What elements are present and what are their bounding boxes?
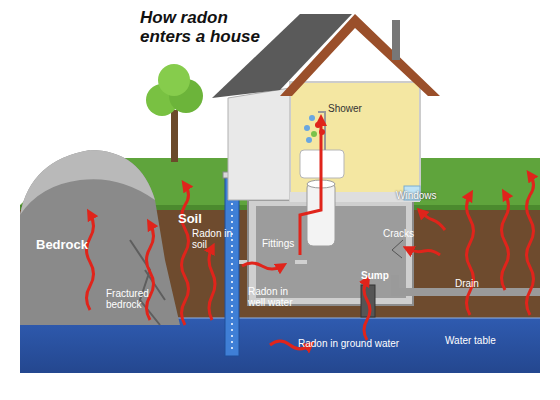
radon-arrows-part [467, 195, 474, 315]
bedrock-part [20, 150, 180, 325]
house-part [392, 20, 400, 60]
radon-arrows-part [87, 214, 94, 310]
house [212, 14, 540, 317]
well-pipe-part [225, 176, 239, 356]
shower-spray-part [306, 137, 312, 143]
part-label: Radon in ground water [298, 338, 402, 349]
part-label: Water table [445, 335, 496, 346]
part-label: Fractured bedrock [106, 288, 166, 310]
part-label: Bedrock [36, 238, 88, 252]
diagram-title: How radon enters a house [140, 8, 270, 46]
shower-spray [304, 115, 325, 143]
shower-spray-part [309, 115, 315, 121]
tree [146, 64, 203, 162]
house-part [228, 88, 290, 200]
radon-arrows-part [421, 212, 445, 230]
tree-part [171, 110, 178, 162]
radon-arrows-part [147, 224, 154, 320]
radon-arrows-part [527, 175, 534, 315]
shower-spray-part [315, 122, 321, 128]
radon-arrows-part [408, 249, 440, 255]
shower-spray-part [304, 125, 310, 131]
radon-arrows-part [364, 280, 370, 340]
part-label: Shower [328, 103, 362, 114]
part-label: Radon in well water [248, 286, 298, 308]
ground-part [20, 318, 540, 373]
radon-arrows-part [502, 194, 509, 290]
house-part [295, 260, 307, 264]
part-label: Cracks [383, 228, 414, 239]
radon-arrows-part [209, 248, 215, 320]
part-label: Drain [455, 278, 479, 289]
radon-arrows-part [300, 120, 321, 255]
part-label: Fittings [262, 238, 294, 249]
part-label: Windows [396, 190, 437, 201]
radon-arrows [87, 120, 534, 349]
radon-arrows-part [182, 185, 189, 325]
shower-spray-part [311, 131, 317, 137]
part-label: Soil [178, 212, 202, 226]
house-part [395, 275, 540, 292]
house-part [392, 240, 403, 258]
part-label: Sump [361, 270, 389, 281]
part-label: Radon in soil [192, 228, 234, 250]
well-pipe-part [231, 185, 233, 350]
bedrock [20, 150, 180, 325]
bedrock-part [20, 150, 155, 215]
house-part [280, 14, 440, 96]
shower-spray-part [319, 129, 325, 135]
radon-arrows-part [242, 263, 282, 269]
house-part [212, 14, 352, 98]
house-part [290, 82, 420, 200]
tree-part [158, 64, 190, 96]
